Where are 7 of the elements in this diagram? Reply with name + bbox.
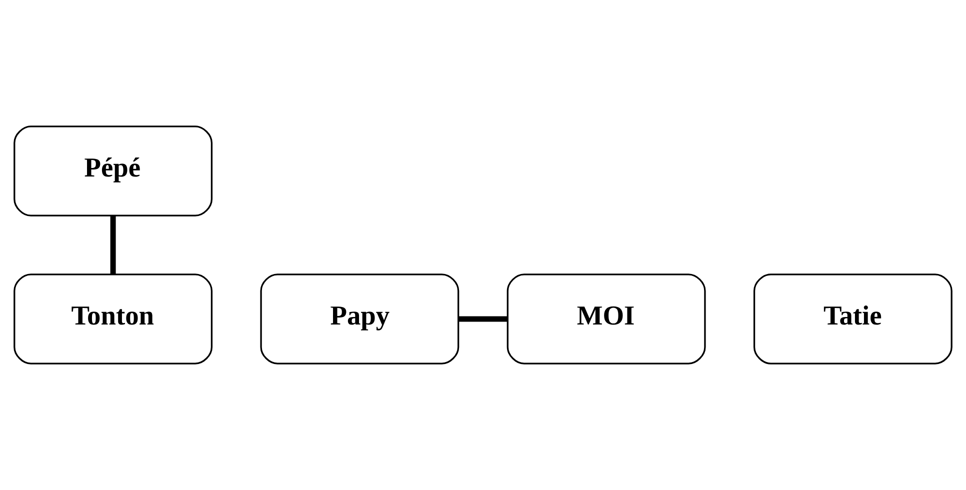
connector xyxy=(110,216,116,274)
node-box: Tonton xyxy=(14,274,213,364)
node-box: Papy xyxy=(260,274,460,364)
node-box: MOI xyxy=(506,274,706,364)
node-box: Tatie xyxy=(753,274,952,364)
connector xyxy=(458,316,508,322)
node-box: Pépé xyxy=(14,126,213,216)
